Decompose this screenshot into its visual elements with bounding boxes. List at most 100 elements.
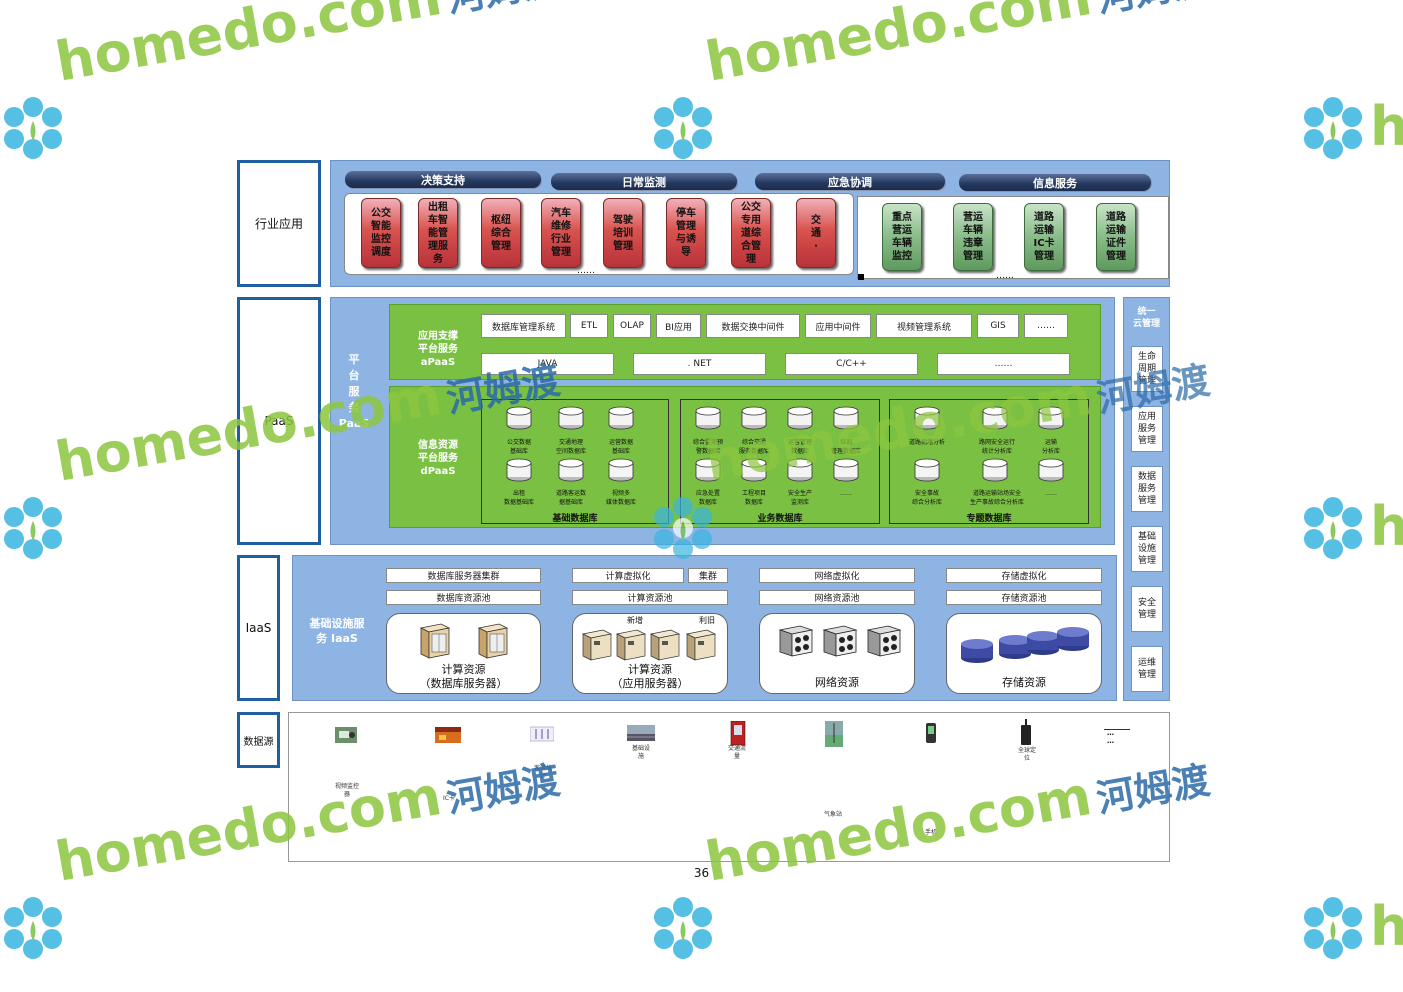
app-traffic[interactable]: 交 通 · [796,198,836,268]
layer-label-industry: 行业应用 [237,160,321,287]
app-driving-training[interactable]: 驾驶 培训 管理 [603,198,643,268]
dpaas-title: 信息资源 平台服务 dPaaS [418,440,458,477]
layer-label-paas: PaaS [237,297,321,545]
camera-icon [335,727,357,743]
app-key-vehicle-monitoring[interactable]: 重点 营运 车辆 监控 [882,203,922,271]
db-cylinder-icon [558,458,584,482]
apaas-middleware[interactable]: 应用中间件 [805,314,871,338]
tag-reuse: 利旧 [699,616,715,625]
db-cylinder-icon [558,406,584,430]
topic-db-title: 专题数据库 [966,514,1012,524]
iaas-network-virtualization[interactable]: 网络虚拟化 [759,568,915,583]
app-hub-management[interactable]: 枢纽 综合 管理 [481,198,521,268]
db-label: 运输 分析库 [1041,439,1060,455]
app-auto-repair[interactable]: 汽车 维修 行业 管理 [541,198,581,268]
source-label-passenger: 客流统 计 [533,765,552,780]
db-label: 公交数据 基础库 [506,439,531,455]
cloud-ops[interactable]: 运维 管理 [1131,646,1163,692]
db-label: 道路拥堵分析 [908,439,945,446]
source-label-camera: 视频监控 器 [334,783,359,798]
app-parking[interactable]: 停车 管理 与诱 导 [666,198,706,268]
source-label-ic-card: IC卡 [443,795,455,802]
apaas-more[interactable]: …… [1024,314,1068,338]
network-switch-icon [778,625,902,657]
paas-panel: 平 台 服 务 PaaS 应用支撑 平台服务 aPaaS 数据库管理系统 ETL… [330,297,1115,545]
db-label: 应急处置 数据库 [695,490,720,506]
cloud-security[interactable]: 安全 管理 [1131,586,1163,632]
db-cylinder-icon [506,406,532,430]
passenger-counter-icon [530,726,554,742]
iaas-storage-pool[interactable]: 存储资源池 [946,590,1102,605]
app-bus-lane[interactable]: 公交 专用 道综 合管 理 [731,198,771,268]
db-label: 交通地理 空间数据库 [555,439,586,455]
cloud-lifecycle[interactable]: 生命 周期 管理 [1131,346,1163,392]
app-bus-monitoring[interactable]: 公交 智能 监控 调度 [361,198,401,268]
db-cylinder-icon [1038,458,1064,482]
iaas-network-resource-label: 网络资源 [815,676,859,689]
apaas-dbms[interactable]: 数据库管理系统 [481,314,566,338]
app-taxi-service[interactable]: 出租 车智 能管 理服 务 [418,198,458,268]
cloud-mgmt-title: 统一 云管理 [1132,307,1160,329]
cloud-infrastructure[interactable]: 基础 设施 管理 [1131,526,1163,572]
db-label: 道路客运数 据基础库 [555,490,586,506]
apaas-data-exchange[interactable]: 数据交换中间件 [706,314,800,338]
apaas-etl[interactable]: ETL [570,314,608,338]
iaas-cluster[interactable]: 集群 [688,568,728,583]
source-label-infrastructure: 基础设 施 [631,745,650,760]
db-cylinder-icon [787,458,813,482]
flower-logo-icon [4,897,62,959]
iaas-db-pool[interactable]: 数据库资源池 [386,590,541,605]
apaas-bi[interactable]: BI应用 [656,314,701,338]
cloud-app-service[interactable]: 应用 服务 管理 [1131,406,1163,452]
apaas-more-lang[interactable]: …… [937,353,1070,375]
watermark: h [1300,800,1403,970]
apaas-title: 应用支撑 平台服务 aPaaS [418,331,458,368]
db-label: 培训 管理数据库 [830,439,861,455]
green-app-group: 重点 营运 车辆 监控 营运 车辆 违章 管理 道路 运输 IC卡 管理 道路 … [857,196,1169,281]
iaas-storage-resource-label: 存储资源 [1002,676,1046,689]
db-cylinder-icon [695,406,721,430]
db-label: 综合交通 服务数据库 [738,439,769,455]
app-ic-card-management[interactable]: 道路 运输 IC卡 管理 [1024,203,1064,271]
apaas-dotnet[interactable]: . NET [633,353,766,375]
db-label: 安全事故 综合分析库 [911,490,942,506]
dpaas-panel: 信息资源 平台服务 dPaaS 公交数据 基础库 交通地理 空间数据库 运营数据… [389,386,1101,528]
header-info-service: 信息服务 [959,174,1151,191]
iaas-db-cluster[interactable]: 数据库服务器集群 [386,568,541,583]
page-number: 36 [693,866,710,880]
apaas-cpp[interactable]: C/C++ [785,353,918,375]
apaas-olap[interactable]: OLAP [613,314,651,338]
app-certificate-management[interactable]: 道路 运输 证件 管理 [1096,203,1136,271]
watermark-en: homedo.com [50,0,446,94]
db-label: 工程项目 数据库 [741,490,766,506]
flower-logo-icon [654,897,712,959]
basic-db-group: 公交数据 基础库 交通地理 空间数据库 运营数据 基础库 出租 数据基础库 道路… [481,399,669,524]
iaas-db-resource: 计算资源 （数据库服务器） [386,613,541,694]
watermark-cn: 河姆渡 [443,0,563,21]
topic-db-group: 道路拥堵分析 路网安全运行 统计分析库 运输 分析库 安全事故 综合分析库 道路… [889,399,1089,524]
source-label-gps: 全球定 位 [1017,747,1036,762]
app-violation-management[interactable]: 营运 车辆 违章 管理 [953,203,993,271]
ellipsis-left: …… [577,266,595,276]
tag-new: 新增 [627,616,643,625]
apaas-java[interactable]: JAVA [481,353,614,375]
db-cylinder-icon [982,406,1008,430]
db-label: …… [840,490,852,497]
db-label: 运营管理 数据库 [787,439,812,455]
iaas-storage-virtualization[interactable]: 存储虚拟化 [946,568,1102,583]
db-label: 运营数据 基础库 [608,439,633,455]
db-label: 道路运输站场安全 生产事故综合分析库 [969,490,1024,506]
industry-panel: 决策支持 日常监测 应急协调 信息服务 公交 智能 监控 调度 出租 车智 能管… [330,160,1170,287]
apaas-gis[interactable]: GIS [977,314,1019,338]
db-label: 综合监测预 警数据库 [692,439,723,455]
apaas-video-mgmt[interactable]: 视频管理系统 [876,314,972,338]
cloud-data-service[interactable]: 数据 服务 管理 [1131,466,1163,512]
db-cylinder-icon [833,406,859,430]
watermark-en: homedo.com [700,0,1096,94]
iaas-compute-pool[interactable]: 计算资源池 [572,590,728,605]
flower-logo-icon [1304,97,1362,159]
db-cylinder-icon [506,458,532,482]
iaas-network-pool[interactable]: 网络资源池 [759,590,915,605]
watermark-cn: 河姆渡 [1093,0,1213,21]
iaas-compute-virtualization[interactable]: 计算虚拟化 [572,568,684,583]
